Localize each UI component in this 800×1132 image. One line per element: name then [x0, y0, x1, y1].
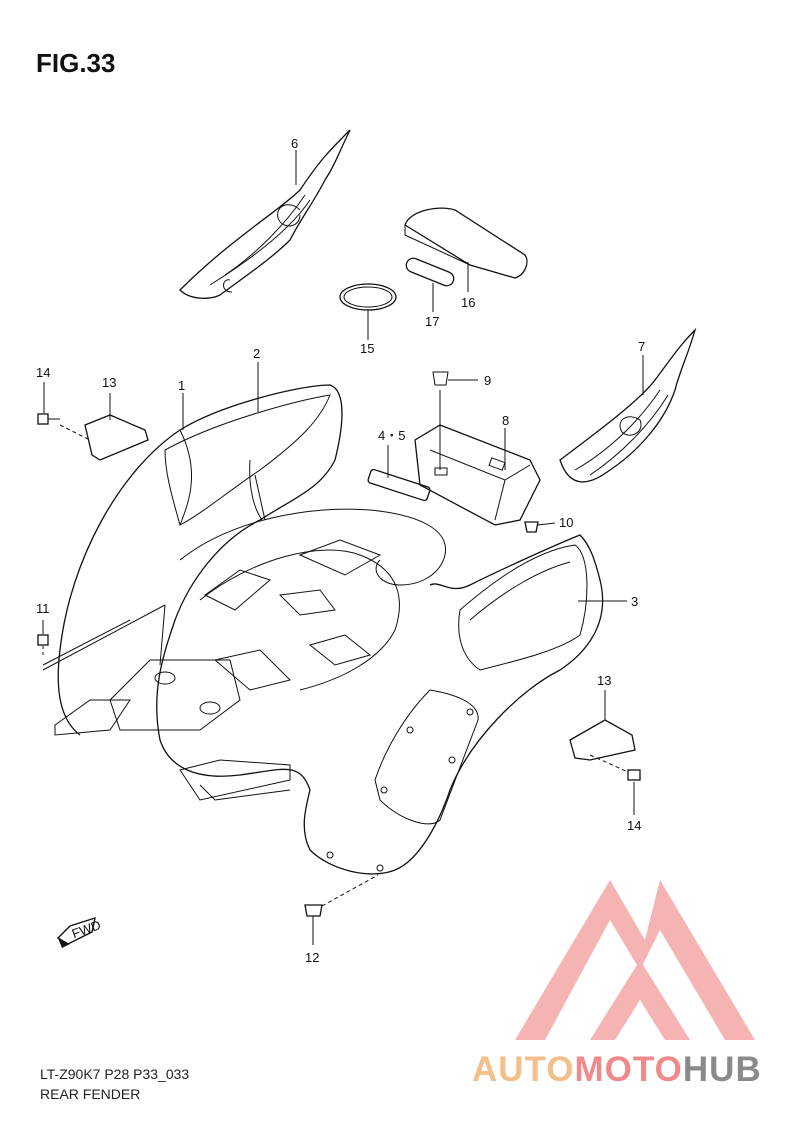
callout-10: 10: [559, 515, 573, 530]
callout-9: 9: [484, 373, 491, 388]
callout-7: 7: [638, 339, 645, 354]
fasteners: [37, 357, 644, 945]
figure-title: FIG.33: [36, 48, 116, 78]
callout-12: 12: [305, 950, 319, 965]
watermark-logo: [515, 880, 755, 1040]
callout-14-left: 14: [36, 365, 50, 380]
callout-16: 16: [461, 295, 475, 310]
callout-2: 2: [253, 346, 260, 361]
watermark-moto: MOTO: [574, 1050, 683, 1089]
footer-name: REAR FENDER: [40, 1086, 141, 1102]
fwd-label: FWD: [70, 917, 103, 941]
callout-8: 8: [502, 413, 509, 428]
part-4-5-emblem: [367, 445, 431, 502]
watermark-hub: HUB: [682, 1050, 762, 1089]
footer-code: LT-Z90K7 P28 P33_033: [40, 1066, 190, 1082]
callout-6: 6: [291, 136, 298, 151]
part-7-decal: [559, 327, 697, 483]
callout-13-right: 13: [597, 673, 611, 688]
callout-14-right: 14: [627, 818, 641, 833]
part-15-ring: [339, 283, 397, 340]
part-8-tray: [414, 371, 541, 526]
callout-3: 3: [631, 594, 638, 609]
callout-4-5: 4・5: [378, 428, 405, 443]
callout-15: 15: [360, 341, 374, 356]
callout-17: 17: [425, 314, 439, 329]
callout-13-left: 13: [102, 375, 116, 390]
callout-1: 1: [178, 378, 185, 393]
watermark-text: AUTOMOTOHUB: [472, 1050, 762, 1090]
part-16-17-shapes: [404, 207, 528, 312]
callout-11: 11: [36, 601, 50, 616]
part-1-rear-fender: [42, 384, 604, 875]
watermark-auto: AUTO: [472, 1050, 575, 1089]
part-6-decal: [179, 129, 351, 299]
fwd-arrow-icon: [56, 916, 96, 948]
